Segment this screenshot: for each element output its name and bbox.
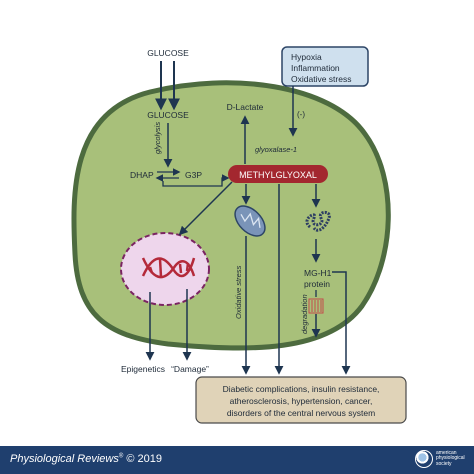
footer-citation: Physiological Reviews® © 2019: [10, 453, 162, 465]
g3p-label: G3P: [185, 170, 202, 180]
copyright-year: © 2019: [126, 453, 162, 465]
mgh1-to-outcome-arrow: [332, 271, 351, 375]
mitochondrion-icon: [234, 205, 266, 237]
stress-line-1: Hypoxia: [291, 52, 322, 62]
society-word-1: american: [436, 449, 457, 456]
stress-box: [281, 46, 369, 87]
registered-mark: ®: [118, 453, 124, 460]
protein-icon: [305, 210, 331, 232]
mgo-to-nucleus-arrow: [178, 181, 233, 236]
degradation-label: degradation: [300, 294, 309, 334]
cell-membrane: [71, 80, 391, 351]
inhibition-label: (-): [297, 110, 305, 119]
dna-icon: [141, 257, 196, 279]
outcome-box: [195, 376, 407, 424]
methylglyoxal-label: METHYLGLYOXAL: [239, 170, 317, 180]
society-word-3: society: [436, 460, 452, 467]
g3p-to-mgo-arrow: [162, 174, 230, 187]
oxidative-stress-label: Oxidative stress: [234, 265, 243, 319]
glucose-top-label: GLUCOSE: [147, 48, 189, 58]
society-word-2: physiological: [436, 455, 465, 462]
methylglyoxal-node: [228, 165, 328, 183]
journal-name: Physiological Reviews: [10, 453, 119, 465]
d-lactate-label: D-Lactate: [227, 102, 264, 112]
stress-line-3: Oxidative stress: [291, 74, 351, 84]
glucose-inner-label: GLUCOSE: [147, 110, 189, 120]
outcome-line-2: atherosclerosis, hypertension, cancer,: [230, 396, 373, 406]
degraded-protein-icon: [308, 298, 324, 314]
society-logo: american physiological society: [415, 450, 466, 468]
footer-bar: Physiological Reviews® © 2019 american p…: [0, 446, 474, 474]
dhap-label: DHAP: [130, 170, 154, 180]
stress-line-2: Inflammation: [291, 63, 340, 73]
mgh1-protein-label: protein: [304, 279, 330, 289]
mgh1-label: MG-H1: [304, 268, 332, 278]
outcome-line-3: disorders of the central nervous system: [227, 408, 375, 418]
glycolysis-label: glycolysis: [153, 122, 162, 154]
society-seal-icon: [415, 450, 433, 468]
nucleus: [120, 232, 210, 306]
outcome-line-1: Diabetic complications, insulin resistan…: [223, 384, 380, 394]
epigenetics-label: Epigenetics: [121, 364, 165, 374]
damage-label: “Damage”: [171, 364, 209, 374]
society-wordmark: american physiological society: [436, 449, 466, 468]
glyoxalase-label: glyoxalase-1: [255, 145, 297, 154]
